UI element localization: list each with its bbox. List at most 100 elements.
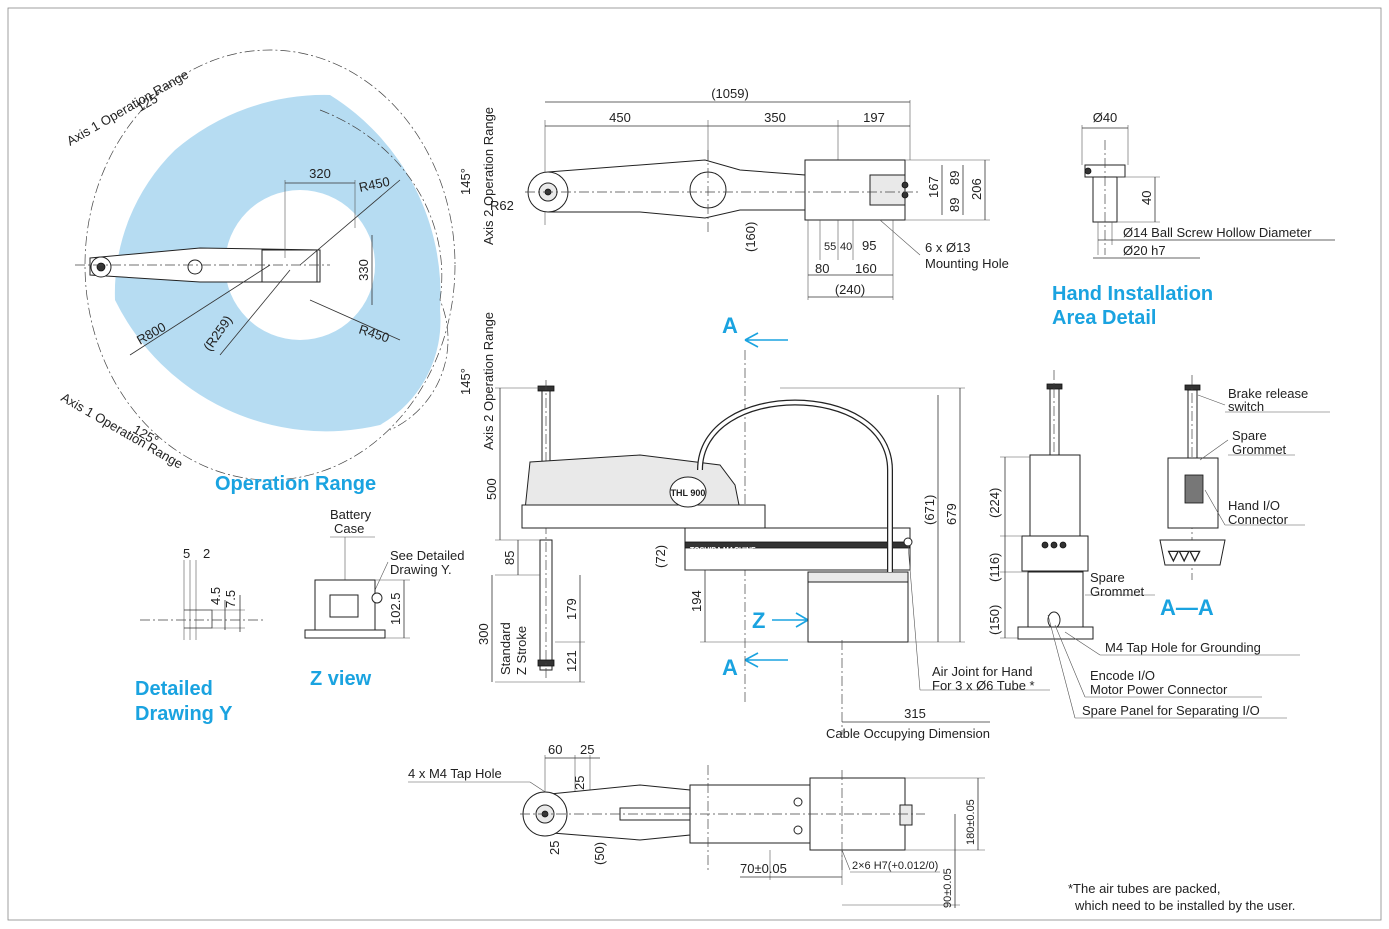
spare-panel: Spare Panel for Separating I/O xyxy=(1082,703,1260,718)
bottom-view: 60 25 4 x M4 Tap Hole 25 25 (50) 70±0.05… xyxy=(408,742,985,908)
grommet-label-1: Grommet xyxy=(1232,442,1287,457)
operation-range-view: 320 R450 330 R450 R800 (R259) Axis 1 Ope… xyxy=(59,49,456,495)
dim-206: 206 xyxy=(969,178,984,200)
dim-60: 60 xyxy=(548,742,562,757)
dim-40: 40 xyxy=(840,241,852,253)
dim-160v: (160) xyxy=(743,222,758,252)
axis2-angle-top: 145° xyxy=(458,168,473,195)
operation-range-title: Operation Range xyxy=(215,473,376,495)
top-arm xyxy=(547,159,806,219)
stroke-label-1: Standard xyxy=(498,622,513,675)
mounting-hole-2: Mounting Hole xyxy=(925,256,1009,271)
top-view: (1059) 450 350 197 Axis 2 Operation Rang… xyxy=(458,86,1009,450)
dim-25: 25 xyxy=(580,742,594,757)
hand-io-2: Connector xyxy=(1228,512,1289,527)
battery-label-2: Case xyxy=(334,521,364,536)
z-view: Battery Case See Detailed Drawing Y. 102… xyxy=(304,507,464,690)
mounting-hole-1: 6 x Ø13 xyxy=(925,240,971,255)
brake-label-2: switch xyxy=(1228,399,1264,414)
dim-180: 180±0.05 xyxy=(965,799,977,845)
dim-121: 121 xyxy=(564,650,579,672)
dim-179: 179 xyxy=(564,598,579,620)
note-line-1: *The air tubes are packed, xyxy=(1068,881,1220,896)
dim-75: 7.5 xyxy=(223,590,238,608)
dim-350: 350 xyxy=(764,110,786,125)
dim-330: 330 xyxy=(356,259,371,281)
axis2-range-arc xyxy=(319,109,449,431)
hand-io-1: Hand I/O xyxy=(1228,498,1280,513)
axis1-label-top: Axis 1 Operation Range xyxy=(64,67,191,149)
dim-72: (72) xyxy=(653,545,668,568)
aa2-connector xyxy=(1159,539,1226,566)
dim-40-hand: 40 xyxy=(1139,191,1154,205)
dim-160: 160 xyxy=(855,261,877,276)
dim-80: 80 xyxy=(815,261,829,276)
dia20-label: Ø20 h7 xyxy=(1123,243,1166,258)
dim-89b: 89 xyxy=(947,198,962,212)
cable-occupying: Cable Occupying Dimension xyxy=(826,726,990,741)
section-aa-label: A—A xyxy=(1160,595,1214,620)
dim-224: (224) xyxy=(987,488,1002,518)
page-border xyxy=(7,7,1382,921)
axis2-label-bottom: Axis 2 Operation Range xyxy=(481,312,496,450)
axis1-label-bottom: Axis 1 Operation Range xyxy=(59,390,186,472)
aa-shaft xyxy=(1049,387,1060,459)
svg-text:▽▽▽: ▽▽▽ xyxy=(1167,547,1202,563)
dim-150: (150) xyxy=(987,605,1002,635)
dim-45: 4.5 xyxy=(208,587,223,605)
dim-dia40: Ø40 xyxy=(1093,110,1118,125)
dim-679: 679 xyxy=(944,503,959,525)
axis2-label-top: Axis 2 Operation Range xyxy=(481,107,496,245)
dim-90: 90±0.05 xyxy=(942,868,954,908)
tap-hole-label: 4 x M4 Tap Hole xyxy=(408,766,502,781)
arm-joint xyxy=(187,259,203,275)
detail-y-slot xyxy=(184,609,213,629)
dim-70: 70±0.05 xyxy=(740,861,787,876)
section-arrow-top xyxy=(744,332,788,348)
section-a-bottom: A xyxy=(722,655,738,680)
side-arm-cover xyxy=(524,454,741,511)
aa-section-view: (224) (116) (150) ▽▽▽ Brake release swit… xyxy=(987,370,1330,719)
detail-y-view: 5 2 4.5 7.5 Detailed Drawing Y xyxy=(135,546,265,725)
battery-label-1: Battery xyxy=(330,507,372,522)
dim-55: 55 xyxy=(824,241,836,253)
side-brand: TOSHIBA MACHINE xyxy=(690,547,756,554)
hand-detail-title-2: Area Detail xyxy=(1052,307,1157,329)
dim-500: 500 xyxy=(484,478,499,500)
dim-85: 85 xyxy=(502,551,517,565)
dim-116: (116) xyxy=(987,553,1002,582)
spare-label-1: Spare xyxy=(1232,428,1267,443)
dim-1025: 102.5 xyxy=(388,592,403,625)
see-detail-2: Drawing Y. xyxy=(390,562,452,577)
air-joint-1: Air Joint for Hand xyxy=(932,664,1032,679)
arm-base xyxy=(261,249,318,283)
dim-315: 315 xyxy=(904,706,926,721)
brake-label-1: Brake release xyxy=(1228,386,1308,401)
z-view-title: Z view xyxy=(310,668,372,690)
dim-25b: 25 xyxy=(547,841,562,855)
dim-167: 167 xyxy=(926,176,941,198)
side-lower-arm xyxy=(684,527,911,571)
stroke-label-2: Z Stroke xyxy=(514,626,529,675)
axis2-angle-bottom: 145° xyxy=(458,368,473,395)
arm-end-axis xyxy=(96,262,106,272)
side-arm-body xyxy=(521,504,766,529)
dim-89a: 89 xyxy=(947,171,962,185)
dim-95: 95 xyxy=(862,238,876,253)
view-z-arrow xyxy=(772,612,809,628)
hand-detail-title-1: Hand Installation xyxy=(1052,283,1213,305)
side-view: A A Z THL 900 TOSHIBA MACHINE 500 85 xyxy=(476,313,1050,741)
dim-300: 300 xyxy=(476,623,491,645)
aa-upper xyxy=(1029,454,1081,538)
dim-r450-top: R450 xyxy=(358,174,392,195)
side-base xyxy=(807,571,909,643)
dim-2: 2 xyxy=(203,546,210,561)
outer-range-circle xyxy=(84,49,456,481)
dim-1059: (1059) xyxy=(711,86,749,101)
detail-y-title-1: Detailed xyxy=(135,678,213,700)
cable-inner xyxy=(698,400,892,572)
aa-mid xyxy=(1021,535,1089,572)
side-logo: THL 900 xyxy=(671,488,706,498)
